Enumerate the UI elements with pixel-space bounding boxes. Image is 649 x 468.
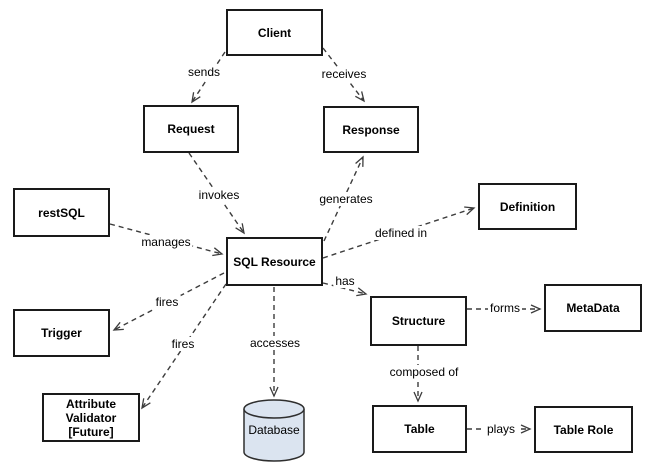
edge-label-has: has — [333, 274, 357, 288]
node-definition: Definition — [478, 183, 577, 230]
node-restsql-label: restSQL — [38, 205, 85, 220]
edge-label-sends: sends — [185, 65, 223, 79]
attribute-validator-line1: Attribute — [66, 396, 116, 411]
edge-label-invokes: invokes — [196, 188, 242, 202]
node-client: Client — [226, 9, 323, 56]
node-trigger: Trigger — [13, 309, 110, 357]
edge-label-receives: receives — [319, 67, 369, 81]
node-metadata: MetaData — [544, 284, 642, 332]
edge-receives-line — [322, 47, 365, 103]
edge-label-composed-of: composed of — [387, 365, 461, 379]
edge-label-defined-in: defined in — [372, 226, 430, 240]
node-attribute-validator-label: Attribute Validator [Future] — [66, 397, 117, 439]
edge-label-fires-validator: fires — [169, 337, 197, 351]
attribute-validator-line2: Validator — [65, 410, 117, 425]
node-database-label: Database — [248, 423, 300, 437]
node-sql-resource: SQL Resource — [226, 237, 323, 286]
edge-label-accesses: accesses — [247, 336, 303, 350]
node-table-label: Table — [404, 422, 435, 436]
attribute-validator-line3: [Future] — [68, 424, 114, 439]
node-request: Request — [143, 105, 239, 153]
node-restsql: restSQL — [13, 188, 110, 237]
node-attribute-validator: Attribute Validator [Future] — [42, 393, 140, 442]
edge-label-manages: manages — [139, 235, 193, 249]
node-table-role-label: Table Role — [553, 422, 614, 437]
node-request-label: Request — [167, 122, 215, 136]
edge-has-line — [322, 282, 368, 297]
node-sql-resource-label: SQL Resource — [233, 254, 316, 269]
node-trigger-label: Trigger — [41, 326, 82, 340]
node-definition-label: Definition — [499, 199, 556, 214]
node-metadata-label: MetaData — [566, 301, 620, 315]
node-table: Table — [372, 405, 467, 453]
database-cylinder — [243, 399, 305, 462]
edge-label-generates: generates — [317, 192, 375, 206]
edge-label-forms: forms — [488, 301, 522, 315]
node-structure-label: Structure — [391, 314, 446, 328]
node-response-label: Response — [342, 122, 400, 137]
node-table-role: Table Role — [534, 406, 633, 453]
node-structure: Structure — [370, 296, 467, 346]
node-client-label: Client — [257, 25, 292, 40]
edge-label-plays: plays — [484, 422, 518, 436]
node-response: Response — [323, 106, 419, 153]
edge-label-fires-trigger: fires — [153, 295, 181, 309]
edge-fires-trigger-line — [112, 272, 225, 331]
